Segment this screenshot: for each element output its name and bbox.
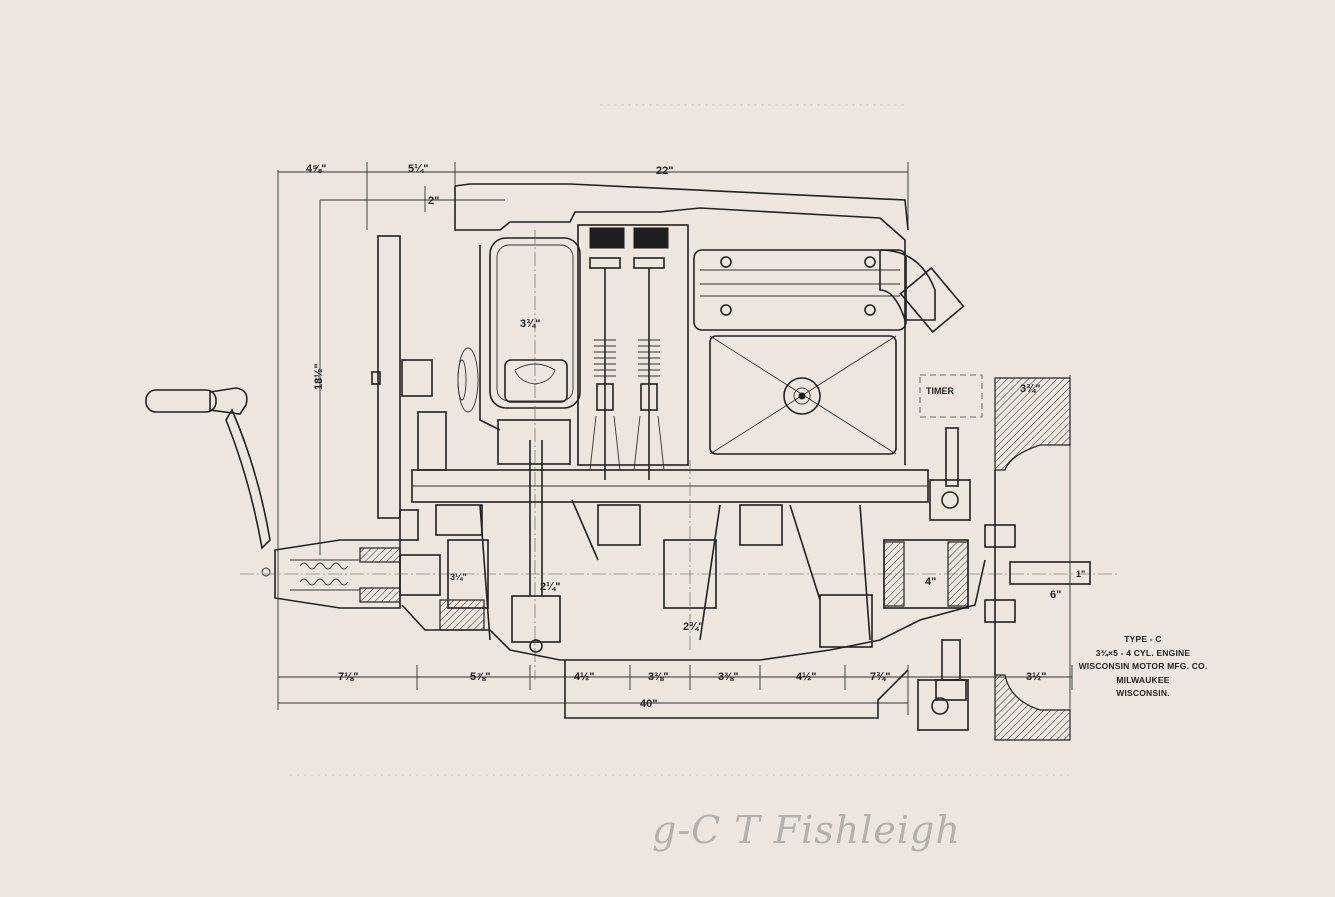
dim-overall-top: 22" [656, 165, 673, 177]
starting-crank [145, 387, 271, 577]
dim-shaft-dia: 1" [1076, 569, 1085, 579]
dim-height: 18½" [313, 363, 325, 390]
timer-box: TIMER [919, 374, 983, 521]
top-dimension-lines [277, 162, 909, 710]
dim-pin-small: 2¼" [540, 581, 561, 593]
dim-shaft-extension: 6" [1050, 589, 1061, 601]
title-line-state: WISCONSIN. [1116, 688, 1170, 698]
bottom-dimension-lines [278, 375, 1073, 740]
flywheel [984, 377, 1091, 741]
title-block: TYPE - C 3¾×5 - 4 CYL. ENGINE WISCONSIN … [1078, 633, 1208, 701]
dim-rear-bearing: 4" [925, 576, 936, 588]
dim-overall-bottom: 40" [640, 698, 657, 710]
dim-bottom-1: 7⅛" [338, 671, 359, 683]
dim-bottom-5: 3⅜" [718, 671, 739, 683]
oil-pump [917, 639, 969, 731]
crankcase [401, 499, 986, 719]
dim-bottom-3: 4½" [574, 671, 595, 683]
title-line-company: WISCONSIN MOTOR MFG. CO. [1078, 661, 1208, 671]
title-line-engine: 3¾×5 - 4 CYL. ENGINE [1095, 647, 1191, 658]
dim-bottom-8: 3½" [1026, 671, 1047, 683]
front-housing [240, 539, 1120, 609]
dim-cylinder-bore: 3¾" [520, 318, 541, 330]
dim-flywheel-width: 3¾" [1020, 383, 1041, 395]
pencil-signature: g-C T Fishleigh [652, 808, 961, 852]
dim-vertical-small: 2" [428, 195, 439, 207]
cylinder-block [454, 183, 909, 680]
title-line-city: MILWAUKEE [1116, 674, 1170, 685]
valve-assembly [577, 224, 689, 480]
dim-bottom-2: 5⅞" [470, 671, 491, 683]
dim-front-bearing: 3¼" [450, 572, 467, 582]
dim-bottom-6: 4½" [796, 671, 817, 683]
dim-top-second: 5¼" [408, 163, 429, 175]
dimension-labels: 4⅝" 5¼" 22" 2" 18½" 3¾" 3¾" 2¼" 2¾" 3¼" … [306, 163, 1085, 710]
dim-top-left: 4⅝" [306, 163, 327, 175]
crankshaft [411, 411, 969, 650]
title-line-type: TYPE - C [1124, 634, 1162, 644]
dim-bottom-4: 3⅜" [648, 671, 669, 683]
connecting-rod [511, 440, 561, 653]
manifold [693, 249, 965, 455]
dim-bearing-length: 2¾" [683, 621, 704, 633]
fan-flywheel [371, 235, 479, 541]
dim-bottom-7: 7¾" [870, 671, 891, 683]
timer-label: TIMER [926, 386, 954, 396]
